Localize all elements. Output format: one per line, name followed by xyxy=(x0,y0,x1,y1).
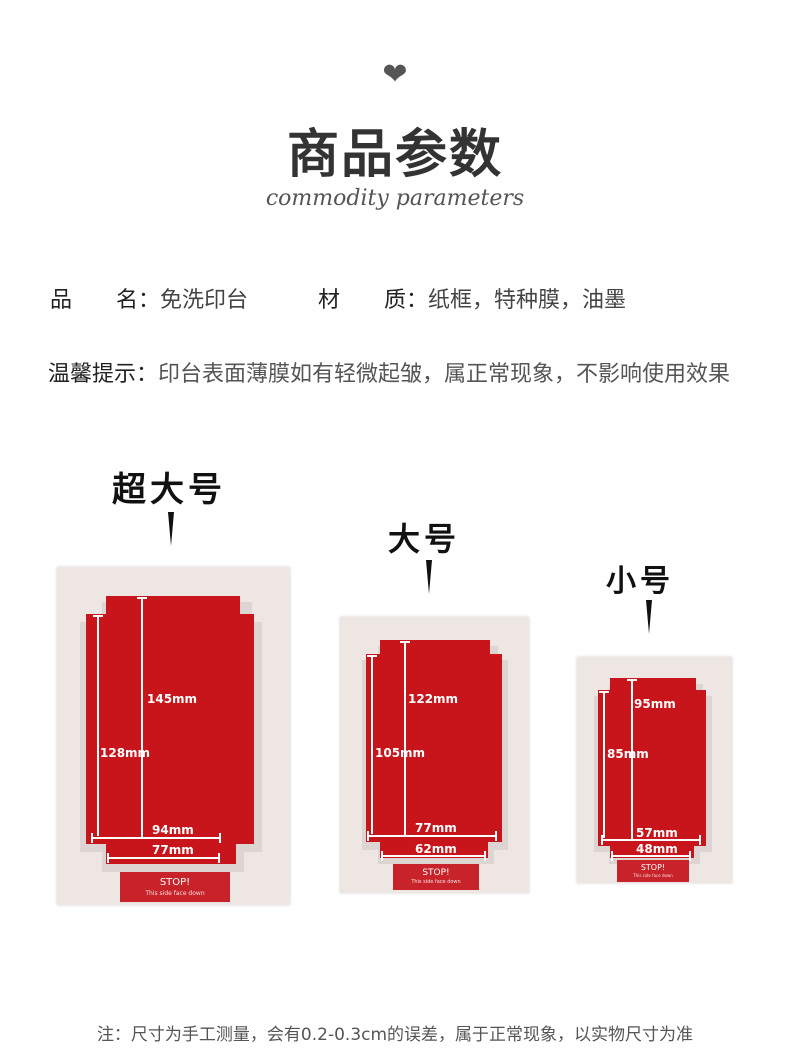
measure-inner-height-s: 85mm xyxy=(607,747,649,761)
spec-material: 材 质：纸框，特种膜，油墨 xyxy=(318,282,626,314)
stop-title-xl: STOP! xyxy=(159,877,191,888)
spec-name-value: 免洗印台 xyxy=(160,288,249,313)
measure-inner-height-l: 105mm xyxy=(375,746,426,760)
measure-inner-width-s: 48mm xyxy=(636,842,678,856)
size-label-l: 大号 xyxy=(388,520,461,558)
page-subtitle: commodity parameters xyxy=(265,186,525,211)
spec-name: 品 名：免洗印台 xyxy=(50,282,248,314)
spec-material-label: 材 质： xyxy=(318,288,429,313)
pointer-arrow-xl xyxy=(168,512,174,546)
size-label-xl: 超大号 xyxy=(112,470,226,510)
pointer-arrow-s xyxy=(646,600,652,634)
measure-outer-height-l: 122mm xyxy=(408,692,459,706)
stop-label-l: STOP! This side face down xyxy=(393,864,479,890)
tip-label: 温馨提示： xyxy=(48,362,159,387)
measure-lines-l xyxy=(367,641,497,861)
stop-subtext-xl: This side face down xyxy=(145,890,205,897)
pointer-arrow-l xyxy=(426,560,432,594)
ink-surface-xl xyxy=(86,596,254,864)
tip-line: 温馨提示：印台表面薄膜如有轻微起皱，属正常现象，不影响使用效果 xyxy=(48,356,730,388)
stop-subtext-s: This side face down xyxy=(633,873,673,878)
stop-label-xl: STOP! This side face down xyxy=(120,872,230,902)
measure-outer-width-l: 77mm xyxy=(415,821,457,835)
stop-title-l: STOP! xyxy=(422,868,450,878)
stop-label-s: STOP! This side face down xyxy=(617,860,689,882)
page-title: 商品参数 xyxy=(286,125,503,185)
heart-icon: ❤ xyxy=(382,57,408,92)
ink-surface-l xyxy=(366,640,502,858)
ink-surface-s xyxy=(598,678,706,858)
measure-outer-height-xl: 145mm xyxy=(147,692,198,706)
measure-lines-s xyxy=(599,679,701,861)
stop-title-s: STOP! xyxy=(640,863,666,872)
spec-material-value: 纸框，特种膜，油墨 xyxy=(428,288,627,313)
tip-value: 印台表面薄膜如有轻微起皱，属正常现象，不影响使用效果 xyxy=(158,362,731,387)
measure-inner-width-l: 62mm xyxy=(415,842,457,856)
size-label-s: 小号 xyxy=(606,564,674,599)
measure-lines-xl xyxy=(91,597,221,863)
stop-subtext-l: This side face down xyxy=(411,879,461,885)
footer-note: 注：尺寸为手工测量，会有0.2-0.3cm的误差，属于正常现象，以实物尺寸为准 xyxy=(96,1025,694,1045)
measure-outer-height-s: 95mm xyxy=(634,697,676,711)
spec-name-label: 品 名： xyxy=(50,288,161,313)
measure-inner-width-xl: 77mm xyxy=(152,843,194,857)
measure-outer-width-xl: 94mm xyxy=(152,823,194,837)
measure-inner-height-xl: 128mm xyxy=(100,746,151,760)
measure-outer-width-s: 57mm xyxy=(636,826,678,840)
